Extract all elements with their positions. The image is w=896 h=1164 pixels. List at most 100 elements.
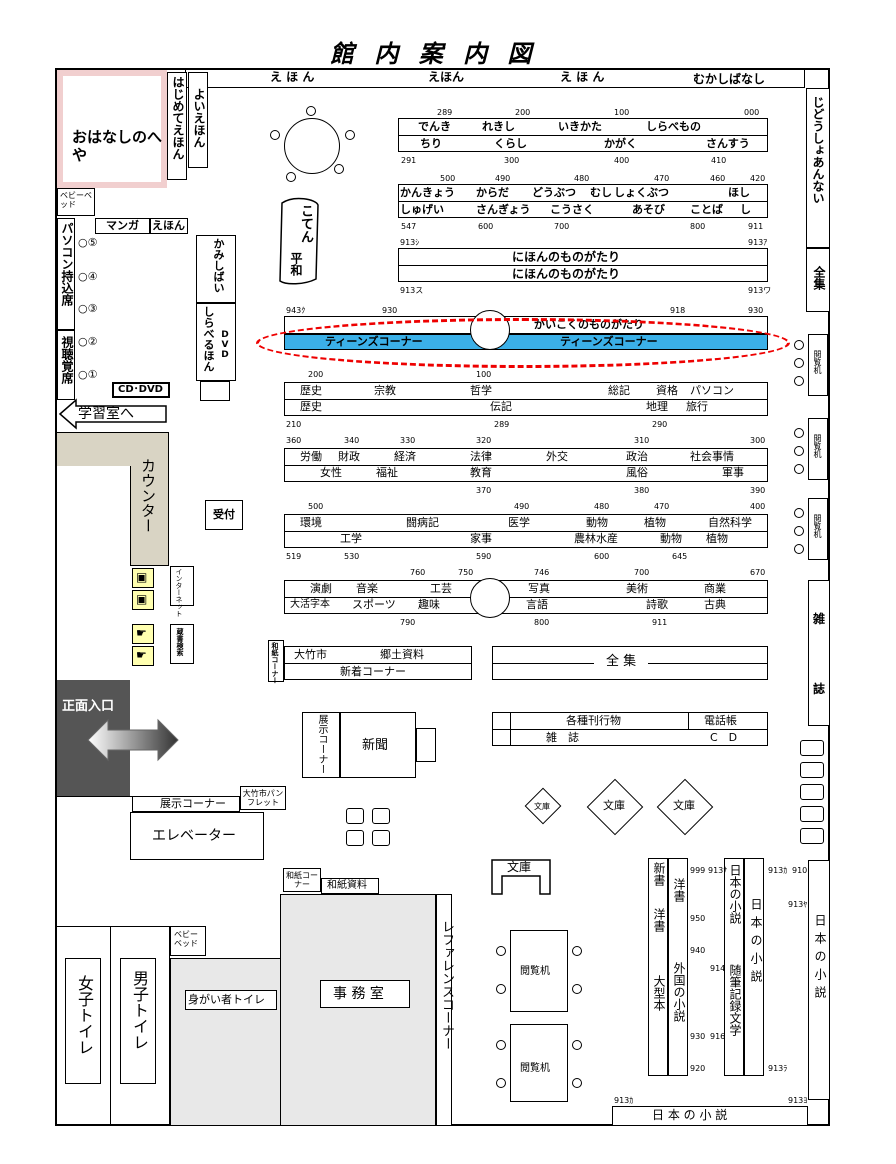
shelf-label: 教育 xyxy=(470,466,492,479)
reference-shelf xyxy=(436,894,452,1126)
shelf-label: 軍事 xyxy=(722,466,744,479)
num: 547 xyxy=(401,222,417,231)
hajimete-shelf xyxy=(167,72,187,180)
zasshi-wall-label-2: 誌 xyxy=(813,682,826,696)
shelf-label: 資格 xyxy=(656,384,678,397)
shelf-label: 動物 xyxy=(586,516,608,529)
num: 930 xyxy=(748,306,764,315)
shelf-label: 音楽 xyxy=(356,582,378,595)
ehon-small-label: えほん xyxy=(152,219,185,232)
gakushu-arrow-icon[interactable] xyxy=(58,398,168,430)
num: 913ｶ xyxy=(768,866,788,875)
washi-sign xyxy=(268,640,284,682)
internet-terminal-2[interactable] xyxy=(132,590,154,610)
num: 470 xyxy=(654,174,670,183)
num: 289 xyxy=(494,420,510,429)
washi-shiryo-label: 和紙資料 xyxy=(327,880,367,891)
chair xyxy=(794,340,804,350)
internet-terminal-1[interactable] xyxy=(132,568,154,588)
entrance-arrow-icon[interactable] xyxy=(86,718,180,762)
num: 100 xyxy=(476,370,492,379)
men-toilet-sign xyxy=(120,958,156,1084)
shelf-label: むし xyxy=(590,186,612,199)
shinsho-shelf xyxy=(648,858,668,1076)
baby-bed-2 xyxy=(170,926,206,956)
internet-label: インターネット xyxy=(175,568,183,617)
num: 200 xyxy=(308,370,324,379)
washi-label-2: 和紙コーナー xyxy=(286,871,318,889)
search-terminal-2[interactable] xyxy=(132,646,154,666)
shelf-label: 写真 xyxy=(528,582,550,595)
nihon-right-label: 日本の小説 xyxy=(813,914,827,1004)
num: 940 xyxy=(690,946,706,955)
shelf-label: 地理 xyxy=(646,400,668,413)
zenshu-label: 全 集 xyxy=(594,655,649,669)
nihon-shosetsu-shelf xyxy=(724,858,744,1076)
gakushu-label[interactable]: 学習室へ xyxy=(78,406,134,422)
num: 330 xyxy=(400,436,416,445)
num: 480 xyxy=(574,174,590,183)
num: 480 xyxy=(594,502,610,511)
nihon-label-2: にほんのものがたり xyxy=(512,267,621,281)
zenshu-shelf xyxy=(492,646,768,680)
shelf-label: ことば xyxy=(690,203,723,216)
chair xyxy=(496,946,506,956)
chair xyxy=(496,1040,506,1050)
num: 913ﾗ xyxy=(768,1064,788,1073)
kamishibai-shelf xyxy=(196,235,236,303)
num: 380 xyxy=(634,486,650,495)
women-toilet-label: 女子トイレ xyxy=(75,975,94,1055)
tenji-label: 展示コーナー xyxy=(316,714,327,774)
top-ehon-3: え ほ ん xyxy=(560,70,605,84)
magazine-rack xyxy=(800,740,824,756)
bunko-1-label: 文庫 xyxy=(603,799,625,812)
shelf-label: 商業 xyxy=(704,582,726,595)
shelf-label: さんすう xyxy=(706,137,750,150)
num: 600 xyxy=(478,222,494,231)
zasshi-wall-label-1: 雑 xyxy=(813,612,826,626)
bunko-2-label: 文庫 xyxy=(673,799,695,812)
kamishibai-label: かみしばい xyxy=(212,238,225,293)
bunko-3-label: 文庫 xyxy=(507,860,532,874)
yoi-ehon-label: よいえほん xyxy=(192,88,206,148)
kids-shelf-2 xyxy=(398,184,768,218)
num: 100 xyxy=(614,108,630,117)
shelf-label: 工芸 xyxy=(430,582,452,595)
shelf-label: 古典 xyxy=(704,598,726,611)
pamphlet-shelf xyxy=(240,786,286,810)
yosho-shelf xyxy=(668,858,688,1076)
shelf-label: 工学 xyxy=(340,532,362,545)
adult-shelf-d xyxy=(284,580,768,614)
chair xyxy=(794,376,804,386)
kids-shelf-1 xyxy=(398,118,768,152)
shelf-label: 風俗 xyxy=(626,466,648,479)
zasshi-label: 雑 誌 xyxy=(546,731,579,744)
shelf-label: 闘病記 xyxy=(406,516,439,529)
seat-1[interactable]: ○① xyxy=(78,368,98,381)
shelf-label: 植物 xyxy=(706,532,728,545)
search-terminal-1[interactable] xyxy=(132,624,154,644)
elevator xyxy=(130,812,264,860)
seat-4[interactable]: ○④ xyxy=(78,270,98,283)
seat xyxy=(346,830,364,846)
toilet-divider xyxy=(110,926,111,1126)
shelf-label: 大活字本 xyxy=(290,599,330,610)
shelf-label: 伝記 xyxy=(490,400,512,413)
seat-2[interactable]: ○② xyxy=(78,335,98,348)
shelf-label: 美術 xyxy=(626,582,648,595)
yosho2-label: 洋書 xyxy=(672,878,686,902)
num: 400 xyxy=(750,502,766,511)
tenji-corner-label: 展示コーナー xyxy=(160,797,226,810)
hajimete-label: はじめてえほん xyxy=(171,76,185,160)
num: 289 xyxy=(437,108,453,117)
shelf-label: くらし xyxy=(494,137,527,150)
denwa-label: 電話帳 xyxy=(704,714,737,727)
cd-label: C D xyxy=(710,731,738,744)
tenji-corner-shelf xyxy=(132,796,240,812)
shelf-label: 医学 xyxy=(508,516,530,529)
magazine-rack xyxy=(800,806,824,822)
seat-5[interactable]: ○⑤ xyxy=(78,236,98,249)
seat-3[interactable]: ○③ xyxy=(78,302,98,315)
shelf-label: 言語 xyxy=(526,598,548,611)
kyodo-shelf xyxy=(284,646,472,680)
